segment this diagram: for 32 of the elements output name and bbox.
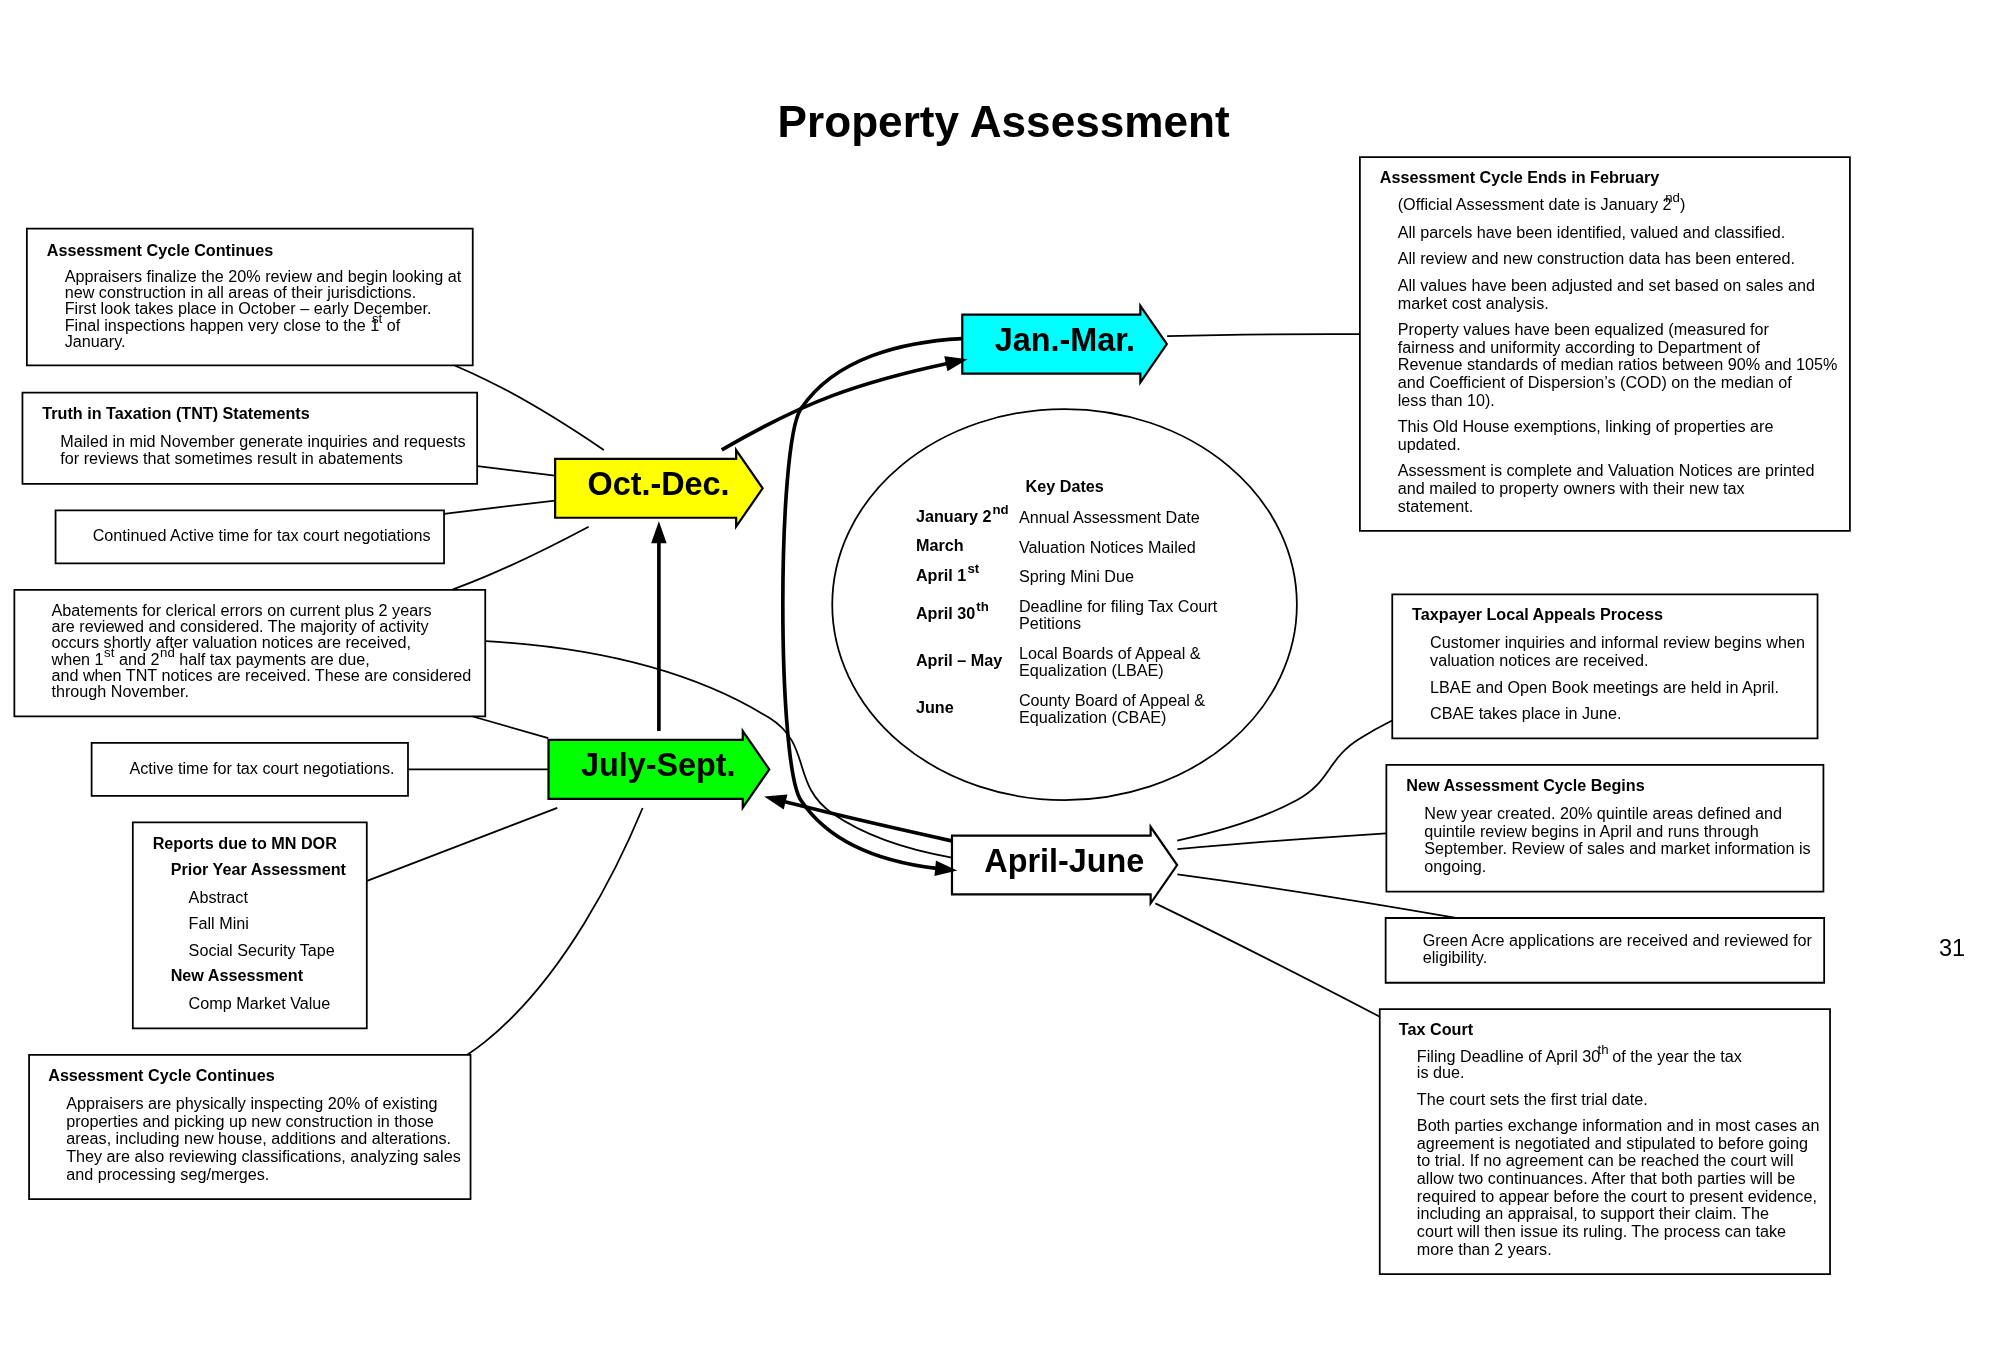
- arrow: [720, 356, 968, 452]
- node-box: Abatements for clerical errors on current plus 2 years are reviewed and considered. The majority of activity occurs shortly after valuation notices are received, when 1$^{st}$ and 2$^{nd}$ half tax payments are due, and when TNT notices are received. These are considered through November.: [13, 588, 487, 718]
- node-ellipse: Key Dates January 2$^{nd}$ Annual Assessment Date March Valuation Notices Mailed April 1$^{st}$ Spring Mini Due April 30$^{th}$ Deadline for filing Tax Court Petitions April – May Local Boards of Appeal & Equalization (LBAE) June County Board of Appeal & Equalization (CBAE): [831, 408, 1298, 801]
- connector: [471, 715, 550, 740]
- node-box: Assessment Cycle Continues Appraisers are physically inspecting 20% of existing properties and picking up new construction in those areas, including new house, additions and alterations. They are also reviewing classifications, analyzing sales and processing seg/merges.: [28, 1053, 472, 1200]
- connector: [451, 525, 590, 591]
- node-box: Assessment Cycle Continues Appraisers finalize the 20% review and begin looking at new construction in all areas of their jurisdictions. First look takes place in October – early December. Final inspections happen very close to the 1$^{st}$ of January.: [25, 227, 474, 367]
- arrow: [764, 794, 952, 843]
- connector: [1154, 902, 1381, 1018]
- node-box: Truth in Taxation (TNT) Statements Mailed in mid November generate inquiries and requests for reviews that sometimes result in abatements: [21, 391, 479, 485]
- node-box: Tax Court Filing Deadline of April 30$^{th}$ of the year the tax is due. The court sets the first trial date. Both parties exchange information and in most cases an agreement is negotiated and stipulated to before going to trial. If no agreement can be reached the court will allow two continuances. After that both parties will be required to appear before the court to present evidence, including an appraisal, to support their claim. The court will then issue its ruling. The process can take more than 2 years.: [1378, 1008, 1831, 1275]
- connector: [1176, 832, 1388, 851]
- node-box: Active time for tax court negotiations.: [90, 742, 409, 797]
- node-box: Continued Active time for tax court negotiations: [54, 509, 445, 565]
- connector: [466, 807, 644, 1056]
- node-box: Reports due to MN DOR Prior Year Assessment Abstract Fall Mini Social Security Tape New Assessment Comp Market Value: [131, 821, 368, 1030]
- label: 31: [1938, 934, 1966, 961]
- node-box: New Assessment Cycle Begins New year created. 20% quintile areas defined and quintile review begins in April and runs through September. Review of sales and market information is ongoing.: [1385, 764, 1825, 893]
- connector: [366, 806, 559, 882]
- connector: [1166, 333, 1361, 338]
- connector: [453, 364, 605, 451]
- connector: [443, 499, 556, 515]
- connector: [1176, 719, 1393, 842]
- connector: [484, 640, 953, 859]
- arrow: [651, 521, 667, 731]
- node-box: Taxpayer Local Appeals Process Customer inquiries and informal review begins when valuation notices are received. LBAE and Open Book meetings are held in April. CBAE takes place in June.: [1391, 593, 1819, 740]
- node-box: Assessment Cycle Ends in February (Official Assessment date is January 2$^{nd}$) All parcels have been identified, valued and classified. All review and new construction data has been entered. All values have been adjusted and set based on sales and market cost analysis. Property values have been equalized (measured for fairness and uniformity according to Department of Revenue standards of median ratios between 90% and 105% and Coefficient of Dispersion’s (COD) on the median of less than 10). This Old House exemptions, linking of properties are updated. Assessment is complete and Valuation Notices are printed and mailed to property owners with their new tax statement.: [1359, 156, 1851, 532]
- node-box: Green Acre applications are received and reviewed for eligibility.: [1384, 917, 1826, 984]
- diagram-title: Property Assessment: [777, 96, 1230, 146]
- connector: [476, 465, 556, 477]
- arrow: [781, 336, 962, 876]
- connector: [407, 768, 549, 771]
